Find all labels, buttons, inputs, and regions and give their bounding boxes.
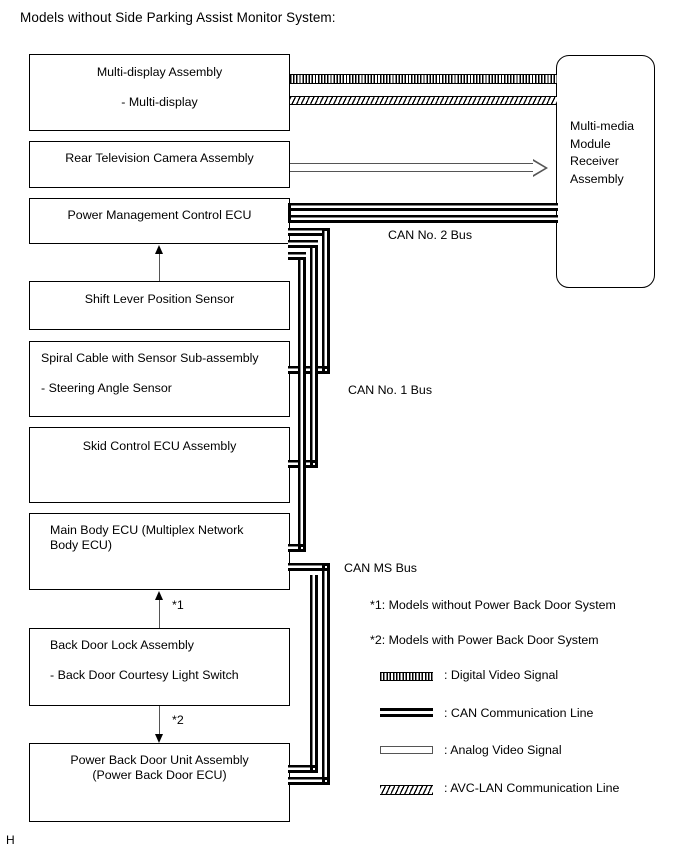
can-no1-bus-branch-power-management: [288, 228, 330, 236]
box-shift-lever-position-sensor-line1: Shift Lever Position Sensor: [84, 292, 235, 306]
box-skid-control-ecu-assembly-line1: Skid Control ECU Assembly: [82, 439, 237, 453]
box-rear-television-camera-assembly-line1: Rear Television Camera Assembly: [65, 151, 254, 165]
box-main-body-ecu-line2: Body ECU): [50, 538, 112, 552]
multimedia-line3: Receiver: [570, 154, 619, 168]
box-power-back-door-unit-assembly: Power Back Door Unit Assembly (Power Bac…: [29, 743, 290, 822]
box-multi-media-module-receiver-assembly: Multi-media Module Receiver Assembly: [556, 55, 655, 288]
can-no1-bus-branch-skid-top: [288, 240, 318, 248]
connector-arrow-up-shift-lever-icon: [154, 245, 163, 254]
connector-back-door-lock-to-main-body: [159, 599, 161, 628]
box-multi-display-assembly: Multi-display Assembly - Multi-display: [29, 54, 290, 131]
can-no1-bus-corner-top: [322, 228, 330, 231]
connector-arrow-down-power-back-door-icon: [154, 734, 163, 743]
legend-footnote-2: *2: Models with Power Back Door System: [370, 633, 599, 647]
box-main-body-ecu: Main Body ECU (Multiplex Network Body EC…: [29, 513, 290, 590]
box-power-management-control-ecu: Power Management Control ECU: [29, 198, 290, 244]
can-communication-line-icon: [380, 708, 433, 717]
connector-back-door-lock-to-power-back-door: [159, 706, 161, 735]
box-back-door-lock-assembly-line1: Back Door Lock Assembly: [50, 638, 194, 652]
box-rear-television-camera-assembly: Rear Television Camera Assembly: [29, 141, 290, 188]
box-power-management-control-ecu-line1: Power Management Control ECU: [67, 208, 252, 222]
can-ms-bus-corner-bottom-gap: [324, 779, 328, 783]
can-no1-bus-corner-main-body-gap: [300, 546, 304, 550]
box-power-back-door-unit-assembly-line2: (Power Back Door ECU): [92, 768, 227, 782]
digital-video-signal-icon: [380, 672, 433, 681]
legend-footnote-1: *1: Models without Power Back Door Syste…: [370, 598, 616, 612]
can-ms-bus-vertical-trunk-2: [310, 575, 318, 773]
can-no1-bus-branch-spiral-cable: [288, 366, 330, 374]
legend-label-analog-video-signal: : Analog Video Signal: [444, 743, 562, 757]
bus-label-can-ms: CAN MS Bus: [344, 561, 417, 575]
box-back-door-lock-assembly-line2: - Back Door Courtesy Light Switch: [50, 668, 239, 682]
bus-label-can-no1: CAN No. 1 Bus: [348, 383, 433, 397]
can-ms-bus-corner-bottom-2-gap: [312, 767, 316, 771]
analog-video-signal-icon: [380, 746, 433, 754]
can-ms-bus-branch-main-body: [288, 563, 330, 571]
box-power-back-door-unit-assembly-line1: Power Back Door Unit Assembly: [70, 753, 249, 767]
bus-label-can-no2: CAN No. 2 Bus: [388, 228, 473, 242]
avc-lan-communication-line: [290, 96, 557, 105]
connector-arrow-up-back-door-lock-icon: [154, 591, 163, 600]
box-multi-display-assembly-line1: Multi-display Assembly: [96, 65, 223, 79]
multimedia-line1: Multi-media: [570, 119, 635, 133]
digital-video-signal-line: [290, 74, 557, 84]
multimedia-line2: Module: [570, 136, 611, 151]
can-no1-bus-branch-main-body: [288, 544, 306, 552]
connector-shift-lever-to-power-management: [159, 253, 161, 281]
box-main-body-ecu-line1: Main Body ECU (Multiplex Network: [50, 523, 244, 537]
avc-lan-communication-line-icon: [380, 785, 433, 795]
box-spiral-cable-line2: - Steering Angle Sensor: [41, 381, 172, 395]
can-no2-bus-line-lower: [288, 215, 558, 223]
can-no1-bus-branch-main-body-top: [288, 252, 306, 260]
can-no1-bus-corner-spiral-gap: [324, 368, 328, 372]
can-ms-bus-corner-top-gap: [324, 565, 328, 569]
box-multi-media-module-text: Multi-media Module Receiver Assembly: [570, 118, 634, 188]
page-title: Models without Side Parking Assist Monit…: [20, 10, 336, 25]
legend-label-avc-lan-communication-line: : AVC-LAN Communication Line: [444, 781, 620, 795]
connector-note-2: *2: [172, 713, 184, 727]
box-spiral-cable-line1: Spiral Cable with Sensor Sub-assembly: [41, 351, 259, 365]
box-multi-display-assembly-line2: - Multi-display: [121, 95, 198, 109]
multimedia-line4: Assembly: [570, 171, 624, 186]
footer-mark: H: [6, 833, 15, 847]
analog-video-signal-arrow-icon: [533, 158, 548, 177]
can-no1-bus-vertical-trunk: [322, 228, 330, 374]
box-back-door-lock-assembly: Back Door Lock Assembly - Back Door Cour…: [29, 628, 290, 706]
can-no2-bus-left-joiner: [288, 203, 291, 223]
can-no1-bus-vertical-trunk-2: [310, 240, 318, 468]
can-ms-bus-branch-power-back-door-2: [288, 765, 318, 773]
can-no2-bus-line: [288, 203, 558, 211]
box-shift-lever-position-sensor: Shift Lever Position Sensor: [29, 281, 290, 330]
box-spiral-cable-with-sensor-sub-assembly: Spiral Cable with Sensor Sub-assembly - …: [29, 341, 290, 417]
box-skid-control-ecu-assembly: Skid Control ECU Assembly: [29, 427, 290, 503]
legend-label-digital-video-signal: : Digital Video Signal: [444, 668, 559, 682]
can-no1-bus-vertical-trunk-3: [298, 252, 306, 552]
connector-note-1: *1: [172, 598, 184, 612]
analog-video-signal-line: [290, 163, 533, 172]
can-ms-bus-branch-power-back-door: [288, 777, 330, 785]
can-no1-bus-corner-skid-gap: [312, 462, 316, 466]
can-ms-bus-vertical-trunk: [322, 563, 330, 785]
legend-label-can-communication-line: : CAN Communication Line: [444, 706, 594, 720]
